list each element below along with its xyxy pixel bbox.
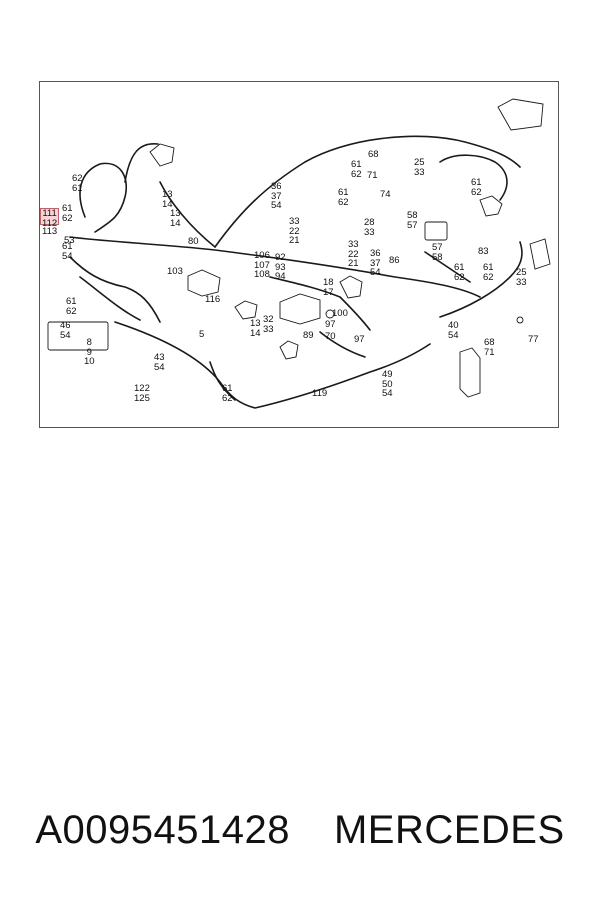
callout-13-14-c: 13 14 [250,318,261,339]
callout-33-22-21-b: 33 22 21 [348,239,359,269]
callout-111-112: 111 112 [42,208,58,229]
connector-rear [479,195,503,217]
relay-block [279,293,321,325]
callout-61-62-h: 61 62 [483,262,494,283]
harness-front-branch [124,143,159,183]
callout-97-b: 97 [354,334,365,345]
callout-113: 113 [42,226,58,237]
callout-43-54: 43 54 [154,352,165,373]
callout-40-54: 40 54 [448,320,459,341]
side-lamp [529,238,551,270]
brand-name: MERCEDES [333,807,565,852]
callout-74: 74 [380,189,391,200]
harness-cable-bottom [209,361,236,401]
callout-116: 116 [205,294,221,305]
callout-68-71: 68 71 [484,337,495,358]
callout-80: 80 [188,236,199,247]
harness-left-loop [79,162,127,233]
rear-light-housing [497,98,544,131]
harness-lower [114,321,431,409]
callout-103: 103 [167,266,183,277]
callout-25-33-a: 25 33 [414,157,425,178]
callout-25-33-b: 25 33 [516,267,527,288]
callout-5: 5 [199,329,205,340]
callout-97-a: 97 [325,319,336,330]
connector-mid [234,300,258,320]
callout-33-22-21-a: 33 22 21 [289,216,300,246]
switch-unit [424,221,448,241]
callout-28-33: 28 33 [364,217,375,238]
harness-center-2 [319,331,366,358]
product-caption: A0095451428 MERCEDES [0,800,600,860]
part-number: A0095451428 [35,807,290,852]
harness-mid-branch [159,181,216,248]
washer-reservoir [459,347,481,398]
callout-61-62-g: 61 62 [454,262,465,283]
harness-main-right [439,241,523,318]
connector-right [339,275,363,299]
callout-61-62-b: 61 62 [66,296,77,317]
connector-top [149,143,175,167]
connector-low [279,340,299,360]
callout-122-125: 122 125 [134,383,150,404]
callout-119: 119 [312,388,328,399]
callout-46-54: 46 54 [60,320,71,341]
callout-18-17: 18 17 [323,277,334,298]
module-box-left [47,321,109,351]
callout-61-62-f: 61 62 [471,177,482,198]
callout-57-58: 57 58 [432,242,443,263]
callout-106-107-108: 106 107 108 [254,250,270,280]
harness-door-left [69,256,161,323]
grommet [516,316,524,324]
fuse-holder [187,269,221,297]
callout-62-61-a: 62 61 [72,173,83,194]
callout-71-a: 71 [367,170,378,181]
callout-61-62-e: 61 62 [338,187,349,208]
callout-13-14-b: 13 14 [170,208,181,229]
callout-49-50-54: 49 50 54 [382,369,393,399]
callout-58-57-a: 58 57 [407,210,418,231]
callout-77: 77 [528,334,539,345]
callout-86: 86 [389,255,400,266]
callout-100: 100 [332,308,348,319]
callout-61-62-d: 61 62 [351,159,362,180]
callout-70: 70 [325,331,336,342]
harness-right-loop [439,154,508,201]
harness-lower-branch [79,276,141,321]
highlighted-callout [40,208,59,225]
harness-center [269,276,371,331]
callout-8-9-10: 8 9 10 [84,337,95,367]
callout-13-14-a: 13 14 [162,189,173,210]
callout-53: 53 [64,235,75,246]
callout-61-54: 61 54 [62,241,73,262]
harness-rear [424,251,471,283]
callout-36-37-54-b: 36 37 54 [370,248,381,278]
wiring-diagram: 62 61 61 62 111 112 113 53 61 54 61 62 4… [39,81,559,428]
sensor-round [325,309,335,319]
callout-36-37-54: 36 37 54 [271,181,282,211]
harness-arch [214,135,521,248]
callout-89: 89 [303,330,314,341]
callout-61-62-c: 61 62 [222,383,233,404]
callout-92-93-94: 92 93 94 [275,252,286,282]
callout-32-33: 32 33 [263,314,274,335]
wiring-harness-drawing [47,98,551,409]
callout-68: 68 [368,149,379,160]
callout-61-62-a: 61 62 [62,203,73,224]
callout-83: 83 [478,246,489,257]
harness-main-left [69,236,481,298]
